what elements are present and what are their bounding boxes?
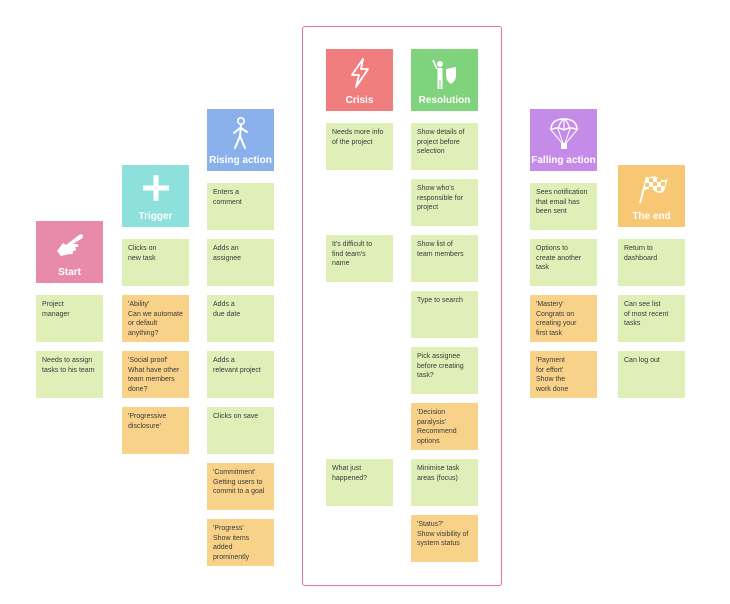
falling-note[interactable]: Sees notification that email has been se… — [530, 183, 597, 230]
rising-label: Rising action — [209, 155, 272, 166]
trigger-note[interactable]: 'Progressive disclosure' — [122, 407, 189, 454]
crisis-header: Crisis — [326, 49, 393, 111]
trigger-header: Trigger — [122, 165, 189, 227]
crisis-label: Crisis — [345, 95, 374, 106]
resolution-note[interactable]: Type to search — [411, 291, 478, 338]
crisis-note[interactable]: What just happened? — [326, 459, 393, 506]
crisis-note[interactable]: Needs more info of the project — [326, 123, 393, 170]
end-label: The end — [632, 211, 671, 222]
resolution-note[interactable]: Minimise task areas (focus) — [411, 459, 478, 506]
falling-note[interactable]: 'Payment for effort' Show the work done — [530, 351, 597, 398]
resolution-note[interactable]: Show details of project before selection — [411, 123, 478, 170]
trigger-label: Trigger — [138, 211, 173, 222]
end-note[interactable]: Return to dashboard — [618, 239, 685, 286]
rising-note[interactable]: 'Progress' Show items added prominently — [207, 519, 274, 566]
trigger-note[interactable]: 'Social proof' What have other team memb… — [122, 351, 189, 398]
crisis-note[interactable]: It's difficult to find team's name — [326, 235, 393, 282]
start-note[interactable]: Needs to assign tasks to his team — [36, 351, 103, 398]
rising-note[interactable]: 'Commitment' Getting users to commit to … — [207, 463, 274, 510]
start-note[interactable]: Project manager — [36, 295, 103, 342]
resolution-note[interactable]: 'Status?' Show visibility of system stat… — [411, 515, 478, 562]
rising-note[interactable]: Adds an assignee — [207, 239, 274, 286]
falling-note[interactable]: 'Mastery' Congrats on creating your firs… — [530, 295, 597, 342]
end-note[interactable]: Can log out — [618, 351, 685, 398]
resolution-note[interactable]: Pick assignee before creating task? — [411, 347, 478, 394]
end-header: The end — [618, 165, 685, 227]
rising-note[interactable]: Adds a relevant project — [207, 351, 274, 398]
resolution-header: Resolution — [411, 49, 478, 111]
trigger-note[interactable]: Clicks on new task — [122, 239, 189, 286]
rising-note[interactable]: Clicks on save — [207, 407, 274, 454]
resolution-note[interactable]: Show list of team members — [411, 235, 478, 282]
crisis-resolution-frame — [302, 26, 502, 586]
resolution-label: Resolution — [418, 95, 471, 106]
start-header: Start — [36, 221, 103, 283]
resolution-note[interactable]: Show who's responsible for project — [411, 179, 478, 226]
falling-note[interactable]: Options to create another task — [530, 239, 597, 286]
resolution-note[interactable]: 'Decision paralysis' Recommend options — [411, 403, 478, 450]
trigger-note[interactable]: 'Ability' Can we automate or default any… — [122, 295, 189, 342]
rising-header: Rising action — [207, 109, 274, 171]
rising-note[interactable]: Enters a comment — [207, 183, 274, 230]
rising-note[interactable]: Adds a due date — [207, 295, 274, 342]
falling-label: Falling action — [531, 155, 596, 166]
end-note[interactable]: Can see list of most recent tasks — [618, 295, 685, 342]
start-label: Start — [58, 267, 81, 278]
falling-header: Falling action — [530, 109, 597, 171]
